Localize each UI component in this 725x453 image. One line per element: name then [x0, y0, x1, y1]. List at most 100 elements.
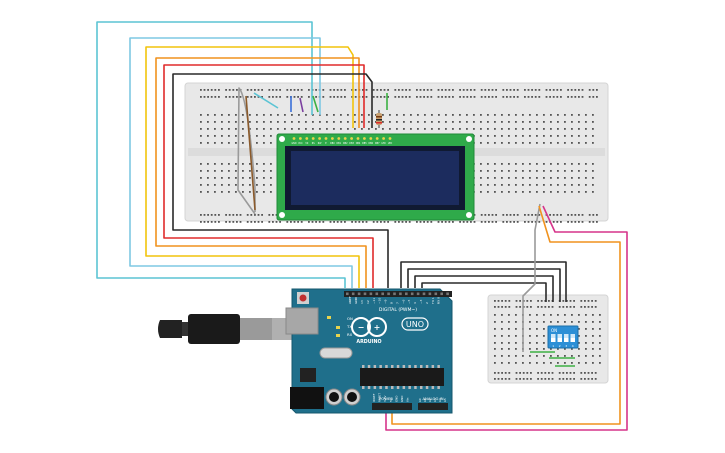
digital-pin-label: ~3	[419, 299, 423, 304]
digital-pin-label: 8	[390, 302, 394, 304]
header-pin-label: GND	[354, 296, 358, 304]
lcd-pin	[356, 137, 360, 140]
lcd-pin-label: E	[325, 142, 327, 145]
power-pin-label: IOREF	[372, 393, 376, 402]
lcd-screen	[291, 151, 459, 205]
lcd-pin	[311, 137, 315, 140]
wire-black-3	[407, 268, 561, 302]
lcd-pin-label: LED	[388, 142, 393, 145]
analog-pin-label: A2	[428, 398, 432, 402]
lcd-pin-label: DB2	[343, 142, 348, 145]
lcd-pin	[382, 137, 385, 140]
wire-brown	[245, 95, 256, 211]
analog-pin-label: A5	[443, 398, 447, 402]
power-pin-label: 3.3V	[383, 396, 387, 402]
svg-text:−: −	[358, 323, 365, 332]
wire-pink	[385, 205, 628, 431]
power-pin-label: RESET	[378, 393, 382, 402]
tx-label: TX	[346, 324, 352, 329]
digital-pin-label: 13	[360, 300, 364, 304]
svg-text:+: +	[374, 323, 381, 332]
digital-pin-label: TX 1	[431, 297, 435, 305]
lcd-pin	[318, 137, 321, 140]
wire-lightblue	[129, 37, 353, 288]
lcd-pin	[337, 137, 341, 140]
lcd-pin-label: DB0	[330, 142, 335, 145]
wire-orange	[155, 57, 367, 288]
wire-cyan-short	[253, 92, 279, 109]
power-pin-label: GND	[400, 396, 404, 402]
analog-pin-label: A1	[423, 398, 427, 402]
reset-button	[299, 294, 307, 302]
dip-key-lever	[551, 334, 556, 338]
digital-pin-label: ~10	[378, 298, 382, 304]
digital-pin-label: ~6	[401, 299, 405, 304]
wire-black-5	[421, 282, 547, 302]
analog-label: ANALOG IN	[422, 396, 443, 401]
wire-purple-short	[299, 97, 304, 113]
usb-port	[285, 307, 319, 335]
lcd-pin	[369, 137, 373, 140]
analog-header	[418, 403, 448, 410]
lcd-pin-label: LED	[381, 142, 386, 145]
on-label: ON	[347, 316, 353, 321]
dip-key-lever	[564, 334, 569, 338]
digital-pin-label: 12	[366, 300, 370, 304]
lcd-pin-label: RW	[318, 142, 322, 145]
lcd-pin-label: DB3	[349, 142, 354, 145]
dip-key-lever	[557, 334, 562, 338]
digital-pin-label: 2	[425, 302, 429, 304]
lcd-pin	[292, 137, 296, 140]
digital-pin-label: ~11	[372, 298, 376, 304]
lcd-pin	[324, 137, 328, 140]
wire-black	[172, 73, 389, 288]
lcd-pin	[363, 137, 366, 140]
dip-on-label: ON	[551, 328, 557, 333]
usb-cable	[158, 314, 292, 344]
lcd-pin	[299, 137, 302, 140]
digital-label: DIGITAL (PWM~)	[379, 307, 417, 313]
atmega-chip	[360, 368, 444, 386]
analog-pin-label: A3	[433, 398, 437, 402]
header-pin-label: AREF	[348, 296, 352, 304]
lcd-pin-label: DB6	[369, 142, 374, 145]
wire-gray-dip	[522, 203, 541, 352]
lcd-pin-label: RS	[312, 142, 316, 145]
lcd-pin	[343, 137, 347, 140]
wire-black-2	[400, 261, 567, 302]
lcd-pin-label: DB1	[337, 142, 342, 145]
power-pin-label: Vin	[406, 397, 410, 402]
digital-pin-label: 4	[413, 302, 417, 304]
wire-yellow	[145, 46, 360, 288]
lcd-pin	[305, 137, 309, 140]
lcd-pin-label: DB7	[375, 142, 380, 145]
arduino-model: UNO	[406, 320, 424, 329]
lcd-pin-label: V0	[305, 142, 308, 145]
rx-label: RX	[347, 332, 353, 337]
crystal	[319, 347, 353, 359]
lcd-pin-label: VCC	[298, 142, 303, 145]
analog-pin-label: A0	[418, 398, 422, 402]
digital-pin-label: RX 0	[437, 297, 441, 304]
analog-pin-label: A4	[438, 398, 442, 402]
dip-number: 3	[565, 344, 567, 348]
lcd-pin-label: DB5	[362, 142, 367, 145]
power-jack	[290, 387, 324, 409]
power-header	[372, 403, 412, 410]
dip-key-lever	[570, 334, 575, 338]
wire-red	[163, 64, 374, 288]
power-label: POWER	[379, 396, 393, 401]
resistor	[376, 110, 382, 128]
digital-pin-label: 7	[395, 302, 399, 304]
wire-orange-2	[391, 205, 621, 425]
dip-number: 4	[572, 344, 574, 348]
lcd-pin	[350, 137, 353, 140]
digital-header	[344, 291, 452, 297]
